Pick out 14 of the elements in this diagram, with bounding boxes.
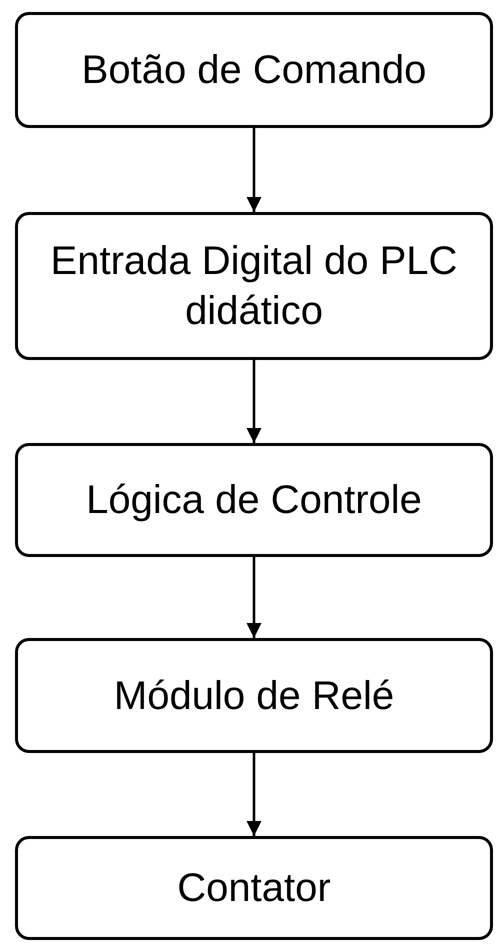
arrow bbox=[246, 557, 262, 638]
process-box bbox=[15, 212, 493, 360]
arrow bbox=[246, 360, 262, 443]
process-box bbox=[15, 12, 493, 128]
process-box bbox=[15, 638, 493, 753]
box-label: Lógica de Controle bbox=[86, 477, 422, 524]
box-label: Botão de Comando bbox=[82, 47, 426, 94]
box-label: Contator bbox=[177, 865, 331, 912]
box-label: Entrada Digital do PLC didático bbox=[50, 238, 458, 335]
arrow bbox=[246, 128, 262, 212]
arrow bbox=[246, 753, 262, 836]
box-label: Módulo de Relé bbox=[114, 672, 394, 720]
process-box bbox=[15, 443, 493, 557]
process-box bbox=[15, 836, 493, 940]
